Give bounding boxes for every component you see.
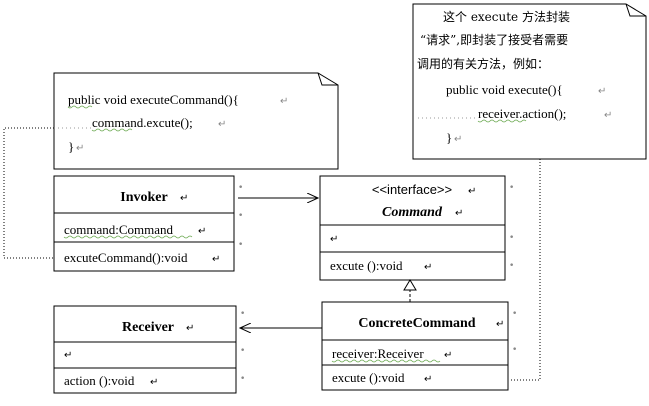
invoker-operation: excuteCommand():void bbox=[64, 250, 188, 265]
invoker-attribute: command:Command bbox=[64, 222, 174, 237]
note-command-line-6: } bbox=[446, 130, 452, 145]
edge-mark: • bbox=[240, 309, 245, 319]
paragraph-mark: ↵ bbox=[150, 377, 158, 388]
note-command-line-3: 调用的有关方法，例如： bbox=[417, 56, 549, 71]
class-receiver: Receiver ↵ ↵ action ():void ↵ bbox=[53, 305, 237, 394]
edge-mark: • bbox=[240, 346, 245, 356]
paragraph-mark: ↵ bbox=[454, 134, 462, 145]
note-invoker-line-3: } bbox=[68, 139, 74, 154]
paragraph-mark: ↵ bbox=[186, 323, 194, 334]
receiver-name: Receiver bbox=[122, 320, 174, 335]
paragraph-mark: ↵ bbox=[330, 234, 338, 245]
class-command-interface: <<interface>> ↵ Command ↵ ↵ excute ():vo… bbox=[319, 175, 506, 281]
paragraph-mark: ↵ bbox=[212, 254, 220, 265]
paragraph-mark: ↵ bbox=[604, 110, 612, 121]
note-invoker-connector bbox=[3, 127, 92, 259]
concrete-command-name: ConcreteCommand bbox=[358, 316, 475, 331]
concrete-command-operation: excute ():void bbox=[332, 370, 405, 385]
class-invoker: Invoker ↵ command:Command ↵ excuteComman… bbox=[53, 175, 235, 272]
paragraph-mark: ↵ bbox=[218, 119, 226, 130]
edge-mark: • bbox=[240, 374, 245, 384]
note-command-line-1: 这个 execute 方法封装 bbox=[443, 9, 570, 24]
command-stereotype: <<interface>> bbox=[372, 182, 452, 197]
class-concrete-command: ConcreteCommand ↵ receiver:Receiver ↵ ex… bbox=[321, 301, 509, 391]
receiver-operation: action ():void bbox=[64, 373, 135, 388]
note-command-connector bbox=[510, 159, 541, 381]
command-operation: excute ():void bbox=[330, 258, 403, 273]
note-command-line-5: receiver.action(); bbox=[478, 106, 566, 121]
edge-mark: • bbox=[509, 233, 514, 243]
edge-mark: • bbox=[238, 240, 243, 250]
edge-mark: • bbox=[238, 183, 243, 193]
paragraph-mark: ↵ bbox=[64, 350, 72, 361]
paragraph-mark: ↵ bbox=[444, 350, 452, 361]
note-command-line-4: public void execute(){ bbox=[446, 82, 563, 97]
edge-mark: • bbox=[512, 345, 517, 355]
note-invoker: public void executeCommand(){ ↵ command.… bbox=[53, 72, 339, 170]
paragraph-mark: ↵ bbox=[76, 143, 84, 154]
paragraph-mark: ↵ bbox=[598, 86, 606, 97]
note-invoker-line-1: public void executeCommand(){ bbox=[68, 92, 239, 107]
edge-mark: • bbox=[238, 211, 243, 221]
paragraph-mark: ↵ bbox=[468, 186, 476, 197]
paragraph-mark: ↵ bbox=[424, 262, 432, 273]
paragraph-mark: ↵ bbox=[424, 374, 432, 385]
paragraph-mark: ↵ bbox=[496, 319, 504, 330]
command-name: Command bbox=[382, 205, 443, 220]
paragraph-mark: ↵ bbox=[280, 96, 288, 107]
edge-mark: • bbox=[509, 261, 514, 271]
note-invoker-line-2: command.excute(); bbox=[92, 115, 193, 130]
paragraph-mark: ↵ bbox=[180, 193, 188, 204]
edge-mark: • bbox=[512, 309, 517, 319]
note-command: 这个 execute 方法封装 “请求”,即封装了接受者需要 调用的有关方法，例… bbox=[412, 3, 647, 160]
paragraph-mark: ↵ bbox=[455, 208, 463, 219]
paragraph-mark: ↵ bbox=[198, 226, 206, 237]
concrete-command-attribute: receiver:Receiver bbox=[332, 346, 424, 361]
note-command-line-2: “请求”,即封装了接受者需要 bbox=[420, 32, 568, 47]
edge-mark: • bbox=[509, 183, 514, 193]
invoker-name: Invoker bbox=[120, 190, 167, 205]
realization-concrete-command bbox=[403, 279, 417, 302]
